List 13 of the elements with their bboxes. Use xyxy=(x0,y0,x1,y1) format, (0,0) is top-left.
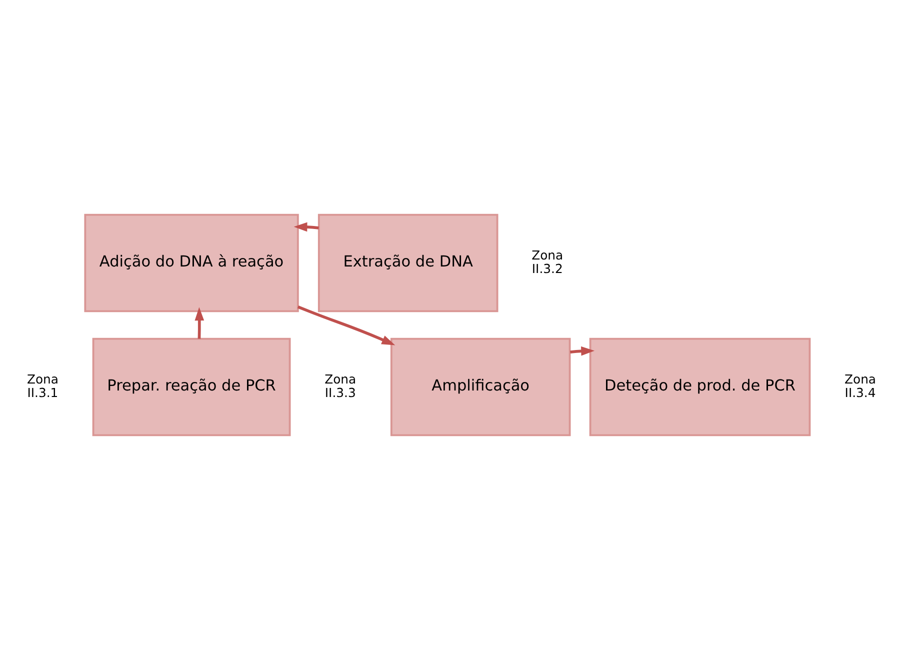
node-box: Amplificação xyxy=(390,338,571,436)
node-box: Adição do DNA à reação xyxy=(84,214,299,312)
label: Zona II.3.4 xyxy=(844,372,876,400)
arrow xyxy=(294,222,319,232)
label: Zona II.3.3 xyxy=(324,372,356,400)
arrow xyxy=(194,307,204,339)
node-box: Deteção de prod. de PCR xyxy=(589,338,811,436)
label: Zona II.3.1 xyxy=(26,372,58,400)
node-box: Prepar. reação de PCR xyxy=(92,338,291,436)
node-box: Extração de DNA xyxy=(318,214,498,312)
label: Zona II.3.2 xyxy=(532,248,564,276)
arrow xyxy=(297,306,396,346)
arrow xyxy=(570,346,595,356)
